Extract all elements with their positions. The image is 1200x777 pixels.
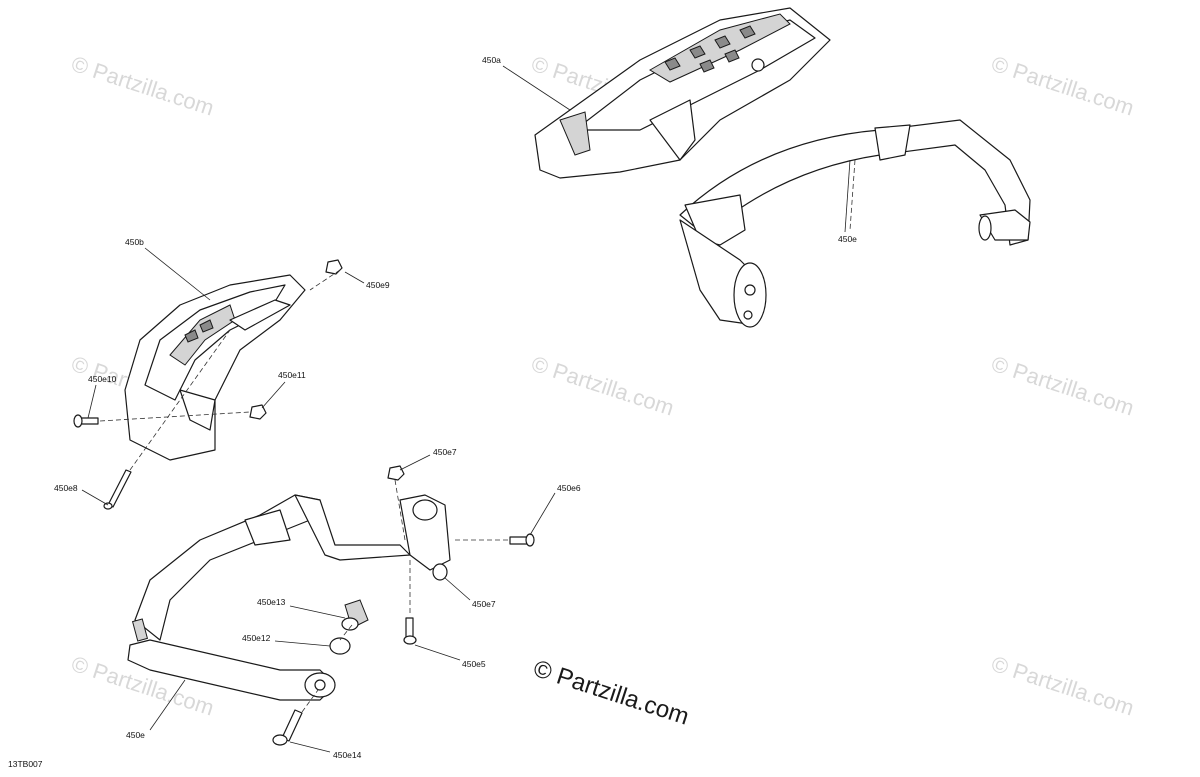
watermark: © Partzilla.com [68, 51, 217, 121]
label-450e7-bottom: 450e7 [472, 599, 496, 609]
watermark: © Partzilla.com [528, 351, 677, 421]
label-450e13: 450e13 [257, 597, 286, 607]
label-450b: 450b [125, 237, 144, 247]
label-450e10: 450e10 [88, 374, 117, 384]
nut-450e11 [249, 404, 267, 420]
label-450e5: 450e5 [462, 659, 486, 669]
label-450e12: 450e12 [242, 633, 271, 643]
label-450e-top: 450e [838, 234, 857, 244]
nut-450e9 [325, 259, 343, 275]
watermark: © Partzilla.com [988, 651, 1137, 721]
bolt-450e14 [272, 709, 303, 746]
label-450e14: 450e14 [333, 750, 362, 760]
part-labels: 450a 450b 450e 450e9 450e10 450e11 450e8… [8, 55, 857, 769]
label-450e9: 450e9 [366, 280, 390, 290]
bolt-450e10 [73, 414, 99, 428]
bolt-450e5 [403, 617, 417, 645]
bolt-450e8 [103, 469, 132, 510]
bolt-450e6 [509, 533, 535, 547]
spacer-450e13 [341, 599, 369, 631]
watermark: © Partzilla.com [988, 51, 1137, 121]
label-450e6: 450e6 [557, 483, 581, 493]
watermark: © Partzilla.com [988, 351, 1137, 421]
copyright-watermark: © Partzilla.com [530, 655, 692, 731]
label-450e-bottom: 450e [126, 730, 145, 740]
bushing-450e12 [329, 637, 351, 655]
fasteners [73, 259, 535, 746]
part-450e-bar-bottom [127, 494, 451, 701]
part-450a-handguard-shell [534, 7, 831, 179]
nut-450e7-bottom [432, 563, 448, 581]
label-450e7-top: 450e7 [433, 447, 457, 457]
part-450b-handguard-shell [124, 274, 306, 461]
label-450e11: 450e11 [278, 370, 306, 380]
part-450e-bar-top [679, 119, 1031, 328]
label-450a: 450a [482, 55, 501, 65]
nut-450e7-top [387, 465, 405, 481]
drawing-code: 13TB007 [8, 759, 43, 769]
label-450e8: 450e8 [54, 483, 78, 493]
assembly-lines [99, 159, 856, 713]
leader-lines [81, 65, 851, 753]
